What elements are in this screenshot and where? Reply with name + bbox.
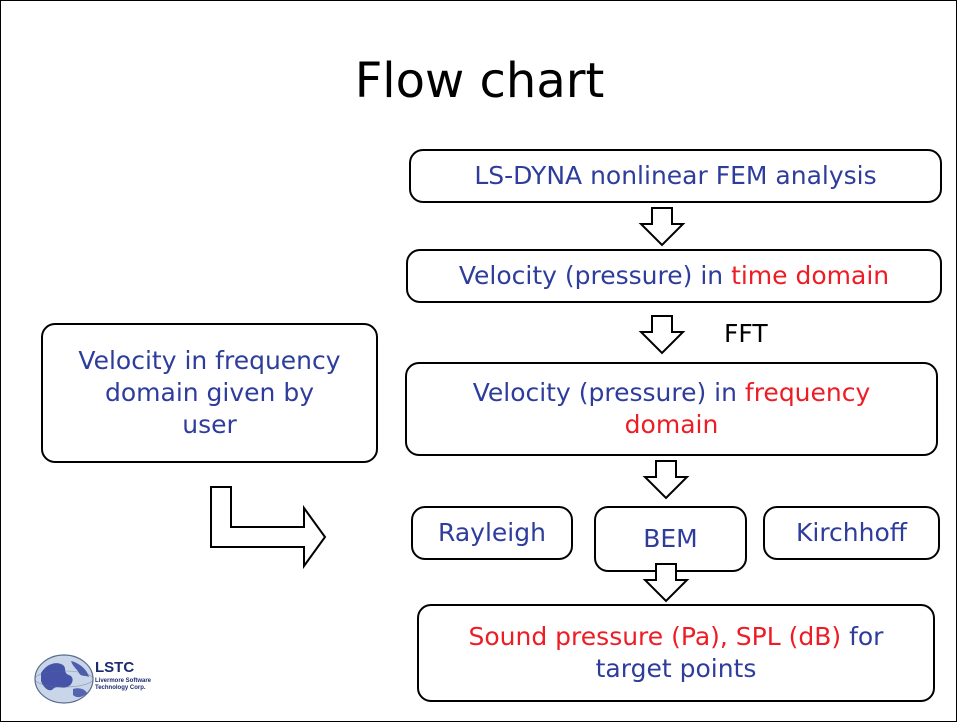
sound-pressure-label: for <box>841 622 884 651</box>
time-domain-box: Velocity (pressure) in time domain <box>406 249 942 303</box>
time-domain-label: Velocity (pressure) in <box>458 261 732 290</box>
rayleigh-label: Rayleigh <box>438 518 546 547</box>
fem-analysis-box: LS-DYNA nonlinear FEM analysis <box>409 149 942 203</box>
time-domain-text: Velocity (pressure) in time domain <box>459 260 889 292</box>
logo-line2: Technology Corp. <box>95 685 146 691</box>
user-velocity-box: Velocity in frequency domain given by us… <box>41 323 378 463</box>
down-arrow-icon <box>638 207 686 247</box>
sound-pressure-highlight: Sound pressure (Pa), SPL (dB) <box>468 622 842 651</box>
time-domain-highlight: time domain <box>731 261 890 290</box>
frequency-domain-label: Velocity (pressure) in <box>472 378 745 407</box>
sound-pressure-box: Sound pressure (Pa), SPL (dB) for target… <box>417 604 935 702</box>
lstc-logo: LSTC Livermore Software Technology Corp. <box>33 651 193 707</box>
down-arrow-icon <box>642 563 690 603</box>
bem-label: BEM <box>643 524 698 553</box>
slide-title: Flow chart <box>354 53 605 109</box>
frequency-highlight: frequency <box>744 378 871 407</box>
kirchhoff-label: Kirchhoff <box>795 518 908 547</box>
frequency-domain-line2: domain <box>624 410 719 439</box>
sound-pressure-line2: target points <box>595 654 757 683</box>
user-velocity-line1: Velocity in frequency <box>78 346 341 375</box>
user-velocity-line3: user <box>182 410 237 439</box>
down-arrow-icon <box>642 460 690 500</box>
bem-box: BEM <box>594 506 747 572</box>
l-shaped-arrow-icon <box>210 486 327 570</box>
rayleigh-box: Rayleigh <box>411 506 573 560</box>
logo-name: LSTC <box>95 659 134 676</box>
fem-analysis-label: LS-DYNA nonlinear FEM analysis <box>474 161 877 190</box>
sound-pressure-line1: Sound pressure (Pa), SPL (dB) for <box>469 621 884 653</box>
globe-icon: LSTC Livermore Software Technology Corp. <box>34 654 152 704</box>
kirchhoff-box: Kirchhoff <box>763 506 940 560</box>
frequency-domain-box: Velocity (pressure) in frequency domain <box>405 362 938 456</box>
fft-down-arrow-icon <box>638 315 686 355</box>
user-velocity-line2: domain given by <box>104 378 315 407</box>
frequency-domain-line1: Velocity (pressure) in frequency <box>473 377 871 409</box>
logo-line1: Livermore Software <box>95 678 152 684</box>
fft-label: FFT <box>724 319 768 348</box>
